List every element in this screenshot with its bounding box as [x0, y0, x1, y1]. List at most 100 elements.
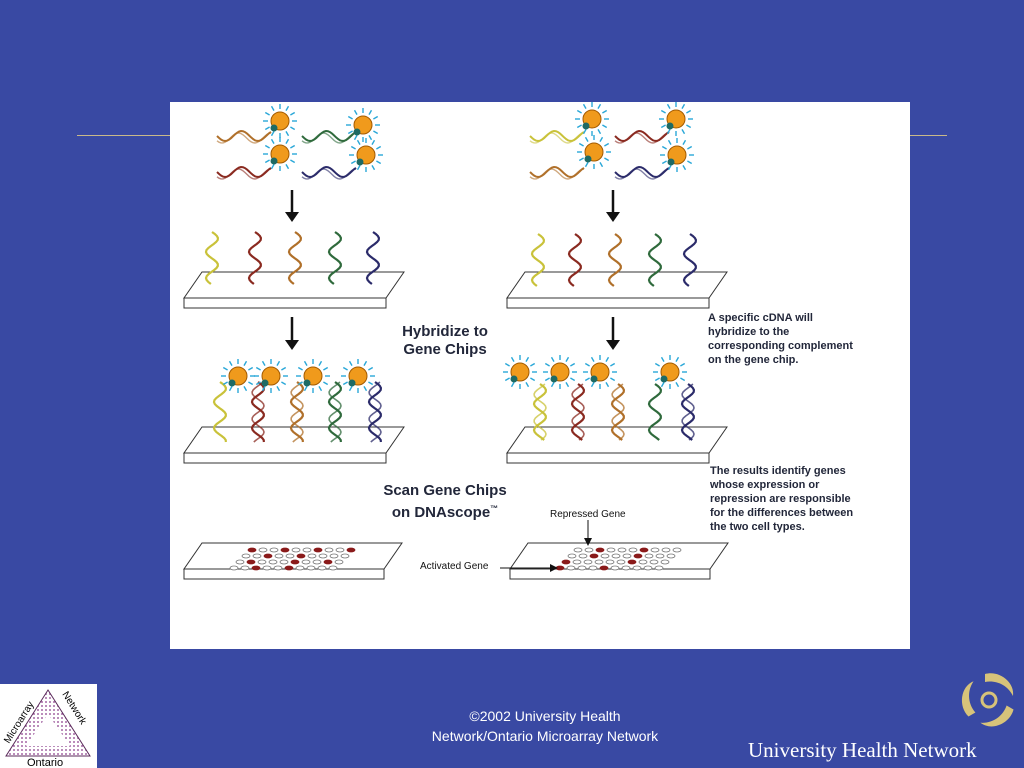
hybridize-label: Hybridize to Gene Chips — [402, 323, 488, 358]
right-hybrid-strand-3-strand — [611, 383, 625, 441]
right-array-spot — [621, 565, 631, 571]
left-probe-2-ray — [368, 109, 373, 115]
left-array-spot — [252, 553, 262, 559]
right-hybrid-probe-2-ray — [570, 377, 576, 382]
left-cdna-2 — [301, 129, 357, 143]
left-hybrid-probe-4-ray — [348, 360, 353, 366]
right-chip-2-edge — [506, 452, 710, 464]
right-array-spot — [672, 547, 682, 553]
left-probe-2-ray — [373, 130, 379, 135]
left-hybrid-probe-3-ray — [303, 386, 308, 392]
right-chip-1-edge — [506, 297, 710, 309]
right-probe-strand-4 — [647, 233, 663, 287]
right-hybrid-probe-3-base — [590, 375, 598, 383]
right-hybrid-probe-1-ray — [530, 362, 536, 367]
right-probe-4-ray — [661, 160, 667, 165]
left-hybrid-probe-2-ray — [255, 366, 261, 371]
left-hybrid-probe-3-ray — [323, 366, 329, 371]
left-chip-1-edge — [183, 297, 387, 309]
right-array-spot — [567, 553, 577, 559]
right-array-spot — [617, 547, 627, 553]
right-cdna-3 — [529, 165, 585, 179]
left-array-spot — [296, 553, 306, 559]
left-probe-3-base — [270, 157, 278, 165]
right-hybrid-probe-3-ray — [590, 356, 595, 362]
right-probe-2-ray — [681, 103, 686, 109]
right-array-spot — [654, 565, 664, 571]
right-probe-2-ray — [660, 109, 666, 114]
left-probe-1-ray — [264, 126, 270, 131]
left-hybrid-probe-1-ray — [243, 386, 248, 392]
right-array-spot — [650, 547, 660, 553]
left-probe-strand-3 — [287, 231, 303, 285]
left-probe-4-base — [356, 158, 364, 166]
left-probe-3-ray — [270, 138, 275, 144]
title-rule-left — [77, 135, 170, 136]
right-hybrid-probe-1-ray — [510, 356, 515, 362]
right-probe-4-ray — [682, 165, 687, 171]
left-array-spot — [246, 559, 256, 565]
right-hybrid-strand-2-strand — [571, 383, 585, 441]
right-hybrid-probe-4-ray — [680, 377, 686, 382]
left-array-spot — [335, 547, 345, 553]
left-hybrid-probe-1-ray — [228, 386, 233, 392]
left-array-spot — [290, 559, 300, 565]
right-probe-4-ray — [667, 139, 672, 145]
right-array-spot — [583, 559, 593, 565]
left-array-spot — [302, 547, 312, 553]
right-probe-3-ray — [584, 162, 589, 168]
left-hybrid-probe-2-ray — [276, 360, 281, 366]
right-probe-4-base — [667, 158, 675, 166]
left-arrow-1-head — [285, 212, 299, 222]
right-probe-1-ray — [597, 129, 602, 135]
right-probe-3-ray — [604, 157, 610, 162]
right-hybrid-probe-3-ray — [605, 356, 610, 362]
left-array-spot — [318, 553, 328, 559]
left-array-spot — [340, 553, 350, 559]
right-hybrid-probe-2-ray — [550, 382, 555, 388]
left-hybrid-probe-2-ray — [281, 381, 287, 386]
left-probe-4-ray — [350, 160, 356, 165]
left-chip-1 — [183, 271, 405, 299]
right-array-spot — [638, 559, 648, 565]
left-probe-strand-4 — [327, 231, 343, 285]
right-probe-4-ray — [687, 145, 693, 150]
right-probe-3-ray — [599, 162, 604, 168]
left-arrow-2-head — [285, 340, 299, 350]
right-probe-2-ray — [666, 129, 671, 135]
right-hybrid-probe-1-ray — [525, 356, 530, 362]
right-arrow-2-head — [606, 340, 620, 350]
right-hybrid-probe-2-ray — [544, 377, 550, 382]
left-hybrid-probe-3-ray — [318, 360, 323, 366]
left-probe-1-ray — [285, 105, 290, 111]
left-probe-2-ray — [353, 135, 358, 141]
right-array-spot — [627, 559, 637, 565]
right-probe-strand-5 — [682, 233, 698, 287]
right-probe-1-ray — [576, 124, 582, 129]
left-cdna-4 — [301, 165, 357, 179]
left-array-spot — [313, 547, 323, 553]
right-hybrid-probe-1-ray — [525, 382, 530, 388]
left-hybrid-probe-1-ray — [228, 360, 233, 366]
right-hybrid-probe-3-ray — [584, 377, 590, 382]
left-hybrid-probe-4-ray — [342, 366, 348, 371]
title-rule-right — [910, 135, 947, 136]
right-array-spot — [661, 547, 671, 553]
microarray-network-ontario-logo: Microarray Network Ontario — [0, 684, 97, 768]
right-hybrid-strand-1-strand — [533, 383, 547, 441]
left-hybrid-probe-1-ray — [248, 381, 254, 386]
right-array-chip-edge — [509, 568, 711, 580]
right-array-spot — [566, 565, 576, 571]
footer-line-2: Network/Ontario Microarray Network — [431, 728, 659, 744]
left-hybrid-probe-3-ray — [297, 366, 303, 371]
right-array-spot — [655, 553, 665, 559]
left-hybrid-strand-1 — [212, 381, 228, 443]
left-array-spot — [323, 559, 333, 565]
left-array-chip-edge — [183, 568, 385, 580]
right-probe-2-ray — [666, 103, 671, 109]
left-array-spot — [328, 565, 338, 571]
left-array-spot — [257, 559, 267, 565]
left-probe-strand-2 — [247, 231, 263, 285]
left-hybrid-probe-2-ray — [261, 386, 266, 392]
left-probe-3-ray — [264, 144, 270, 149]
